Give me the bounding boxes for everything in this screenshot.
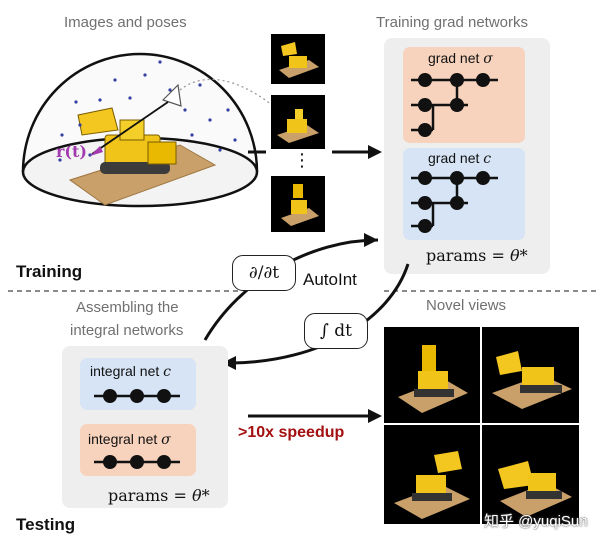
assembling-title-line1: Assembling the — [76, 299, 179, 316]
grad-params: params = θ* — [426, 246, 528, 265]
integral-net-c-label: integral net c — [90, 363, 172, 380]
input-image-2 — [271, 95, 325, 149]
integral-net-sigma-graph — [94, 455, 180, 469]
integral-net-c-graph — [94, 389, 180, 403]
camera-frustum — [161, 83, 182, 107]
ray-line — [91, 101, 169, 155]
novel-views-title: Novel views — [426, 297, 507, 314]
training-label: Training — [16, 262, 83, 281]
input-image-1 — [271, 34, 325, 84]
grad-net-sigma-graph — [411, 73, 498, 137]
grad-net-sigma-label: grad net σ — [428, 50, 493, 67]
speedup-label: >10x speedup — [238, 424, 345, 441]
camera-position-dots — [58, 60, 237, 162]
images-and-poses-title: Images and poses — [64, 14, 187, 31]
ray-label: r(t) — [56, 142, 87, 161]
integral-net-sigma-label: integral net σ — [88, 431, 171, 448]
grad-net-c-graph — [411, 171, 498, 233]
autoint-label: AutoInt — [303, 270, 357, 289]
novel-view-1 — [384, 327, 480, 423]
derivative-operator: ∂/∂t — [232, 255, 296, 291]
testing-label: Testing — [16, 515, 76, 534]
assembling-title-line2: integral networks — [70, 322, 184, 339]
grad-net-c-label: grad net c — [428, 150, 492, 167]
input-image-3 — [271, 176, 325, 232]
images-ellipsis: ⋮ — [293, 150, 311, 170]
excavator-model — [77, 107, 177, 174]
integral-params: params = θ* — [108, 486, 210, 505]
novel-view-3 — [384, 425, 480, 524]
training-grad-networks-title: Training grad networks — [376, 14, 529, 31]
watermark: 知乎 @yuqiSun — [484, 513, 588, 530]
integral-operator: ∫ dt — [304, 313, 368, 349]
novel-view-2 — [482, 327, 579, 423]
novel-view-4 — [482, 425, 579, 524]
scene-dome — [21, 52, 273, 208]
